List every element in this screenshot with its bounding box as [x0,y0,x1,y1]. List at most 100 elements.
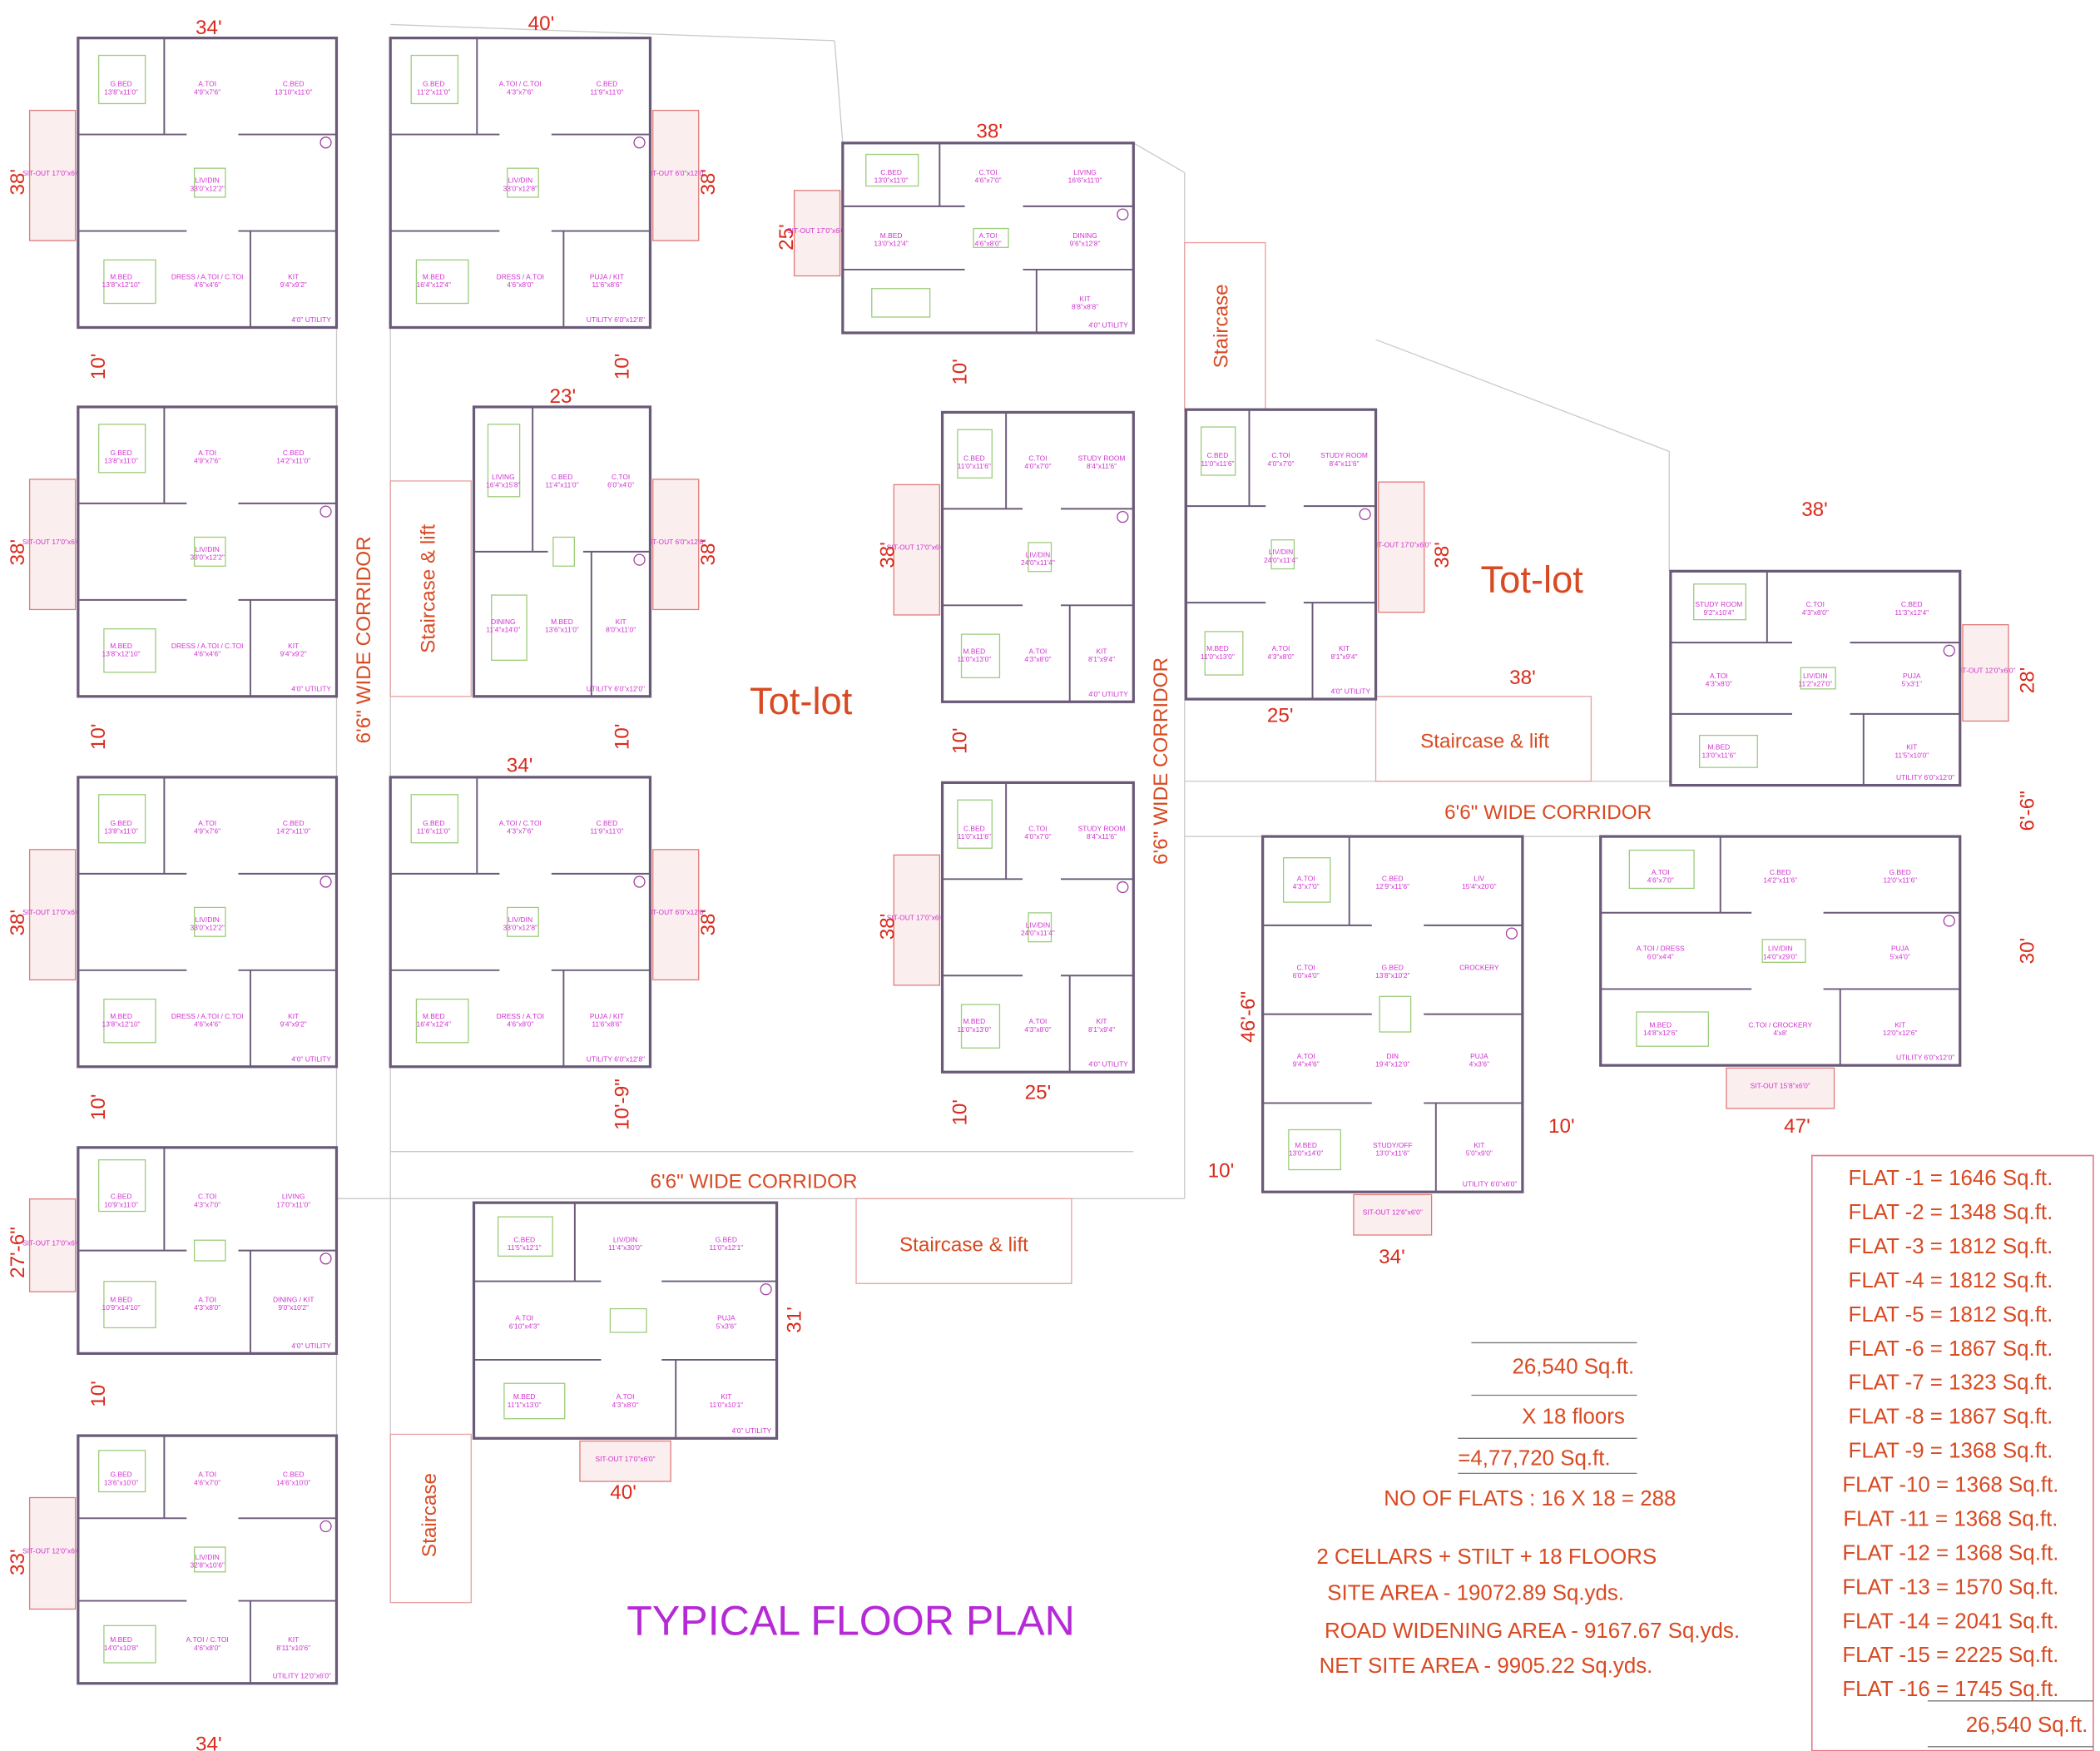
flat-10: SIT-OUT 17'0"x6'0"C.BED13'0"x11'0"C.TOI4… [787,141,1135,335]
room-size: 4'3"x8'0" [194,1303,220,1312]
room-name: PUJA [1891,945,1909,953]
flat-number-marker [1359,508,1371,520]
bed-furniture [103,627,156,673]
room-size: 4'6"x8'0" [975,240,1002,248]
room-name: C.BED [963,454,985,462]
room-size: 33'0"x12'8" [503,184,537,192]
bed-furniture [98,54,146,105]
room-size: 4'3"x8'0" [1267,652,1294,661]
room-size: 4'9"x7'6" [194,87,220,96]
room-name: M.BED [423,273,445,281]
dimension-label: 33' [7,1549,29,1575]
room-size: 4'6"x7'0" [194,1478,220,1486]
room-size: 8'0"x11'0" [606,626,636,634]
tot-lot-label: Tot-lot [1481,558,1584,601]
room-name: DRESS / A.TOI [497,1012,544,1020]
room-name: A.TOI [1652,868,1670,876]
room-size: 8'4"x11'6" [1087,462,1117,470]
room-size: 13'8"x12'10" [102,280,141,289]
room-name: A.TOI / DRESS [1637,945,1685,953]
dining-table-furniture [1800,667,1836,690]
dining-table-furniture [1028,912,1052,943]
dining-table-furniture [1028,542,1052,573]
room-size: 9'2"x10'4" [1703,608,1734,617]
room-size: 13'0"x11'6" [1701,751,1736,759]
room-size: 9'6"x12'8" [1070,240,1101,248]
room-name: CROCKERY [1459,963,1499,971]
room-size: 4'9"x7'6" [194,457,220,465]
room-name: DRESS / A.TOI / C.TOI [171,1012,244,1020]
dimension-label: 47' [1784,1115,1810,1138]
dimension-label: 38' [1431,542,1454,568]
sitout-label: SIT-OUT 15'8"x6'0" [1751,1082,1810,1090]
flat-2: SIT-OUT 17'0"x6'0"G.BED13'8"x11'0"A.TOI4… [22,405,339,698]
sitout-label: SIT-OUT 12'0"x6'0" [22,1546,82,1555]
flat-number-marker [319,1520,332,1533]
room-name: C.BED [513,1235,535,1243]
room-size: 13'0"x14'0" [1289,1149,1323,1158]
sitout-balcony [893,854,940,986]
room-name: M.BED [1206,644,1229,652]
dimension-label: 38' [876,542,899,568]
bed-furniture [410,794,459,844]
sitout-label: SIT-OUT 6'0"x12'0" [646,538,706,546]
dimension-label: 28' [2017,667,2039,694]
room-name: STUDY ROOM [1320,451,1368,459]
staircase-lift-label: Staircase & lift [1420,730,1549,752]
flat-6: SIT-OUT 6'0"x12'0"G.BED11'2"x11'0"A.TOI … [389,37,706,330]
utility-label: 4'0" UTILITY [1088,1060,1128,1069]
sitout-label: SIT-OUT 6'0"x12'0" [646,908,706,916]
bed-furniture [1201,426,1236,476]
flat-16: SIT-OUT 15'8"x6'0"A.TOI4'6"x7'0"C.BED14'… [1599,835,1962,1109]
flat-area-row: FLAT -11 = 1368 Sq.ft. [1843,1507,2058,1530]
room-size: 4'6"x4'6" [194,280,220,289]
room-name: DRESS / A.TOI [497,273,544,281]
bed-furniture [957,799,993,849]
room-name: A.TOI [198,819,216,827]
room-size: 4'x8' [1773,1029,1787,1037]
room-name: A.TOI [617,1392,635,1401]
dimension-label: 34' [507,754,533,776]
room-name: LIVING [1073,168,1097,176]
room-size: 16'6"x11'0" [1068,176,1102,185]
room-name: A.TOI [198,449,216,457]
dimension-label: 10' [87,1381,110,1407]
dimension-label: 23' [549,385,576,408]
sitout-balcony [793,190,841,277]
room-name: KIT [288,642,299,650]
room-size: 16'4"x12'4" [417,280,451,289]
dimension-label: 38' [7,910,29,936]
utility-label: 4'0" UTILITY [291,315,331,324]
dimension-label: 10' [949,727,972,754]
floors-count: 2 CELLARS + STILT + 18 FLOORS [1316,1545,1657,1569]
flat-13: SIT-OUT 17'0"x6'0"C.BED11'0"x11'6"C.TOI4… [1184,408,1431,701]
flat-area-row: FLAT -10 = 1368 Sq.ft. [1842,1474,2058,1497]
room-name: G.BED [111,80,132,88]
room-name: LIV/DIN [508,176,532,185]
utility-label: UTILITY 6'0"x12'8" [587,1054,645,1063]
room-name: KIT [1339,644,1350,652]
dining-table-furniture [1379,995,1412,1033]
dimension-label: 10' [1208,1159,1235,1182]
bed-furniture [1204,631,1244,676]
room-name: LIV/DIN [1269,548,1293,556]
subtotal-area: 26,540 Sq.ft. [1512,1356,1634,1379]
room-name: C.BED [880,168,902,176]
room-name: DINING / KIT [273,1295,315,1303]
sitout-label: SIT-OUT 17'0"x6'0" [887,914,947,922]
flat-number-marker [1943,915,1955,927]
sitout-label: SIT-OUT 17'0"x6'0" [22,908,82,916]
room-name: PUJA [1903,672,1921,680]
room-size: 8'1"x9'4" [1088,1025,1115,1034]
bed-furniture [871,288,931,318]
room-size: 24'0"x11'4" [1021,929,1055,937]
flat-area-row: FLAT -15 = 2225 Sq.ft. [1842,1644,2058,1667]
bed-furniture [491,594,527,661]
sitout-balcony [652,479,700,611]
dimension-label: 34' [196,17,222,39]
bed-furniture [957,429,993,479]
room-size: 33'0"x12'2" [190,553,224,562]
room-name: LIVING [282,1193,305,1201]
dimension-label: 34' [1379,1246,1405,1268]
